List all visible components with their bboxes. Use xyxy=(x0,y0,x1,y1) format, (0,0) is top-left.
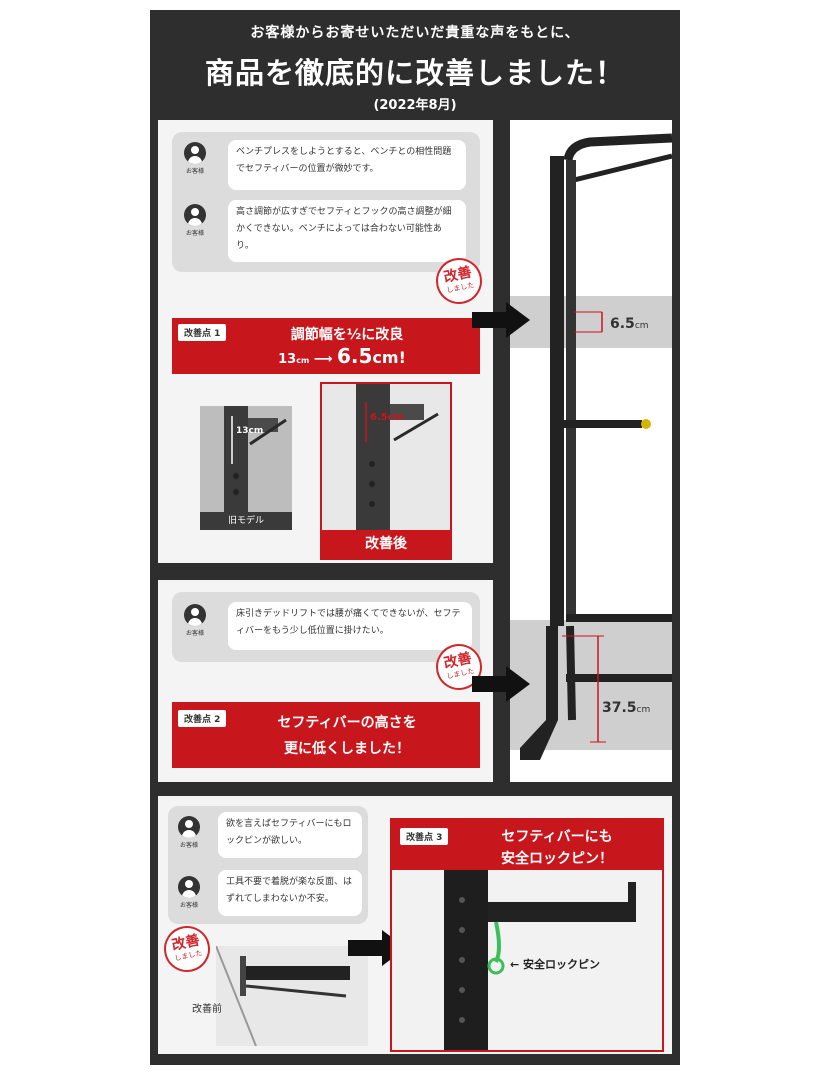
lock-pin-photo: 改善点 3 セフティバーにも 安全ロックピン！ ← 安全ロックピン xyxy=(390,818,664,1052)
header-date: (2022年8月) xyxy=(373,98,457,113)
section1-comments: お客様 ベンチプレスをしようとすると、ベンチとの相性問題でセフティバーの位置が微… xyxy=(172,132,480,272)
rack-measure-top: 6.5cm xyxy=(610,316,649,332)
improvement-1-banner: 改善点 1 調節幅を½に改良 13cm ⟶ 6.5cm! xyxy=(172,318,480,374)
improvement-3-banner: 改善点 3 セフティバーにも 安全ロックピン！ xyxy=(392,820,662,870)
rack-measure-bottom: 37.5cm xyxy=(602,700,651,716)
improved-stamp: 改善しました xyxy=(159,921,215,977)
customer-avatar-icon: お客様 xyxy=(176,876,202,909)
before-label: 改善前 xyxy=(192,1004,222,1015)
new-measure-label: 6.5cm xyxy=(370,412,405,423)
power-rack-photo: 6.5cm 37.5cm xyxy=(510,120,672,782)
comment-bubble: 高さ調節が広すぎでセフティとフックの高さ調整が細かくできない。ベンチによっては合… xyxy=(228,200,466,262)
lock-pin-label: ← 安全ロックピン xyxy=(510,958,601,971)
section2-panel: お客様 床引きデッドリフトでは腰が痛くてできないが、セフティバーをもう少し低位置… xyxy=(158,580,493,782)
section3-panel: お客様 欲を言えばセフティバーにもロックピンが欲しい。 お客様 工具不要で着脱が… xyxy=(158,796,672,1054)
customer-avatar-icon: お客様 xyxy=(176,816,202,849)
comment-bubble: 床引きデッドリフトでは腰が痛くてできないが、セフティバーをもう少し低位置に掛けた… xyxy=(228,602,472,650)
comment-bubble: ベンチプレスをしようとすると、ベンチとの相性問題でセフティバーの位置が微妙です。 xyxy=(228,140,466,190)
point-tag: 改善点 1 xyxy=(178,324,227,341)
old-model-label: 旧モデル xyxy=(200,512,292,530)
improvement-3-headline-1: セフティバーにも xyxy=(501,829,613,845)
improvement-2-banner: 改善点 2 セフティバーの高さを 更に低くしました！ xyxy=(172,702,480,768)
old-model-photo: 13cm 旧モデル xyxy=(200,406,292,530)
point-tag: 改善点 2 xyxy=(178,710,227,727)
improvement-3-headline-2: 安全ロックピン！ xyxy=(501,851,613,867)
section3-comments: お客様 欲を言えばセフティバーにもロックピンが欲しい。 お客様 工具不要で着脱が… xyxy=(168,806,368,924)
comment-bubble: 欲を言えばセフティバーにもロックピンが欲しい。 xyxy=(218,812,362,858)
header-title: 商品を徹底的に改善しました！ xyxy=(204,56,625,90)
improvement-1-values: 13cm ⟶ 6.5cm! xyxy=(278,344,406,368)
point-tag: 改善点 3 xyxy=(400,828,449,845)
section1-panel: お客様 ベンチプレスをしようとすると、ベンチとの相性問題でセフティバーの位置が微… xyxy=(158,120,493,563)
before-photo xyxy=(216,946,368,1046)
right-arrow-icon xyxy=(472,302,532,342)
improvement-1-headline: 調節幅を½に改良 xyxy=(290,327,404,343)
customer-avatar-icon: お客様 xyxy=(182,204,208,237)
customer-avatar-icon: お客様 xyxy=(182,604,208,637)
header-subtitle: お客様からお寄せいただいだ貴重な声をもとに、 xyxy=(250,25,580,41)
customer-avatar-icon: お客様 xyxy=(182,142,208,175)
infographic-frame: お客様からお寄せいただいだ貴重な声をもとに、 商品を徹底的に改善しました！ (2… xyxy=(150,10,680,1065)
old-measure-label: 13cm xyxy=(236,426,264,436)
new-model-photo: 6.5cm 改善後 xyxy=(320,382,452,560)
improvement-2-headline-2: 更に低くしました！ xyxy=(284,741,410,757)
comment-bubble: 工具不要で着脱が楽な反面、はずれてしまわないか不安。 xyxy=(218,870,362,916)
improvement-2-headline-1: セフティバーの高さを xyxy=(277,715,417,731)
section2-comments: お客様 床引きデッドリフトでは腰が痛くてできないが、セフティバーをもう少し低位置… xyxy=(172,592,480,662)
right-arrow-icon xyxy=(472,666,532,706)
new-model-label: 改善後 xyxy=(322,530,450,558)
